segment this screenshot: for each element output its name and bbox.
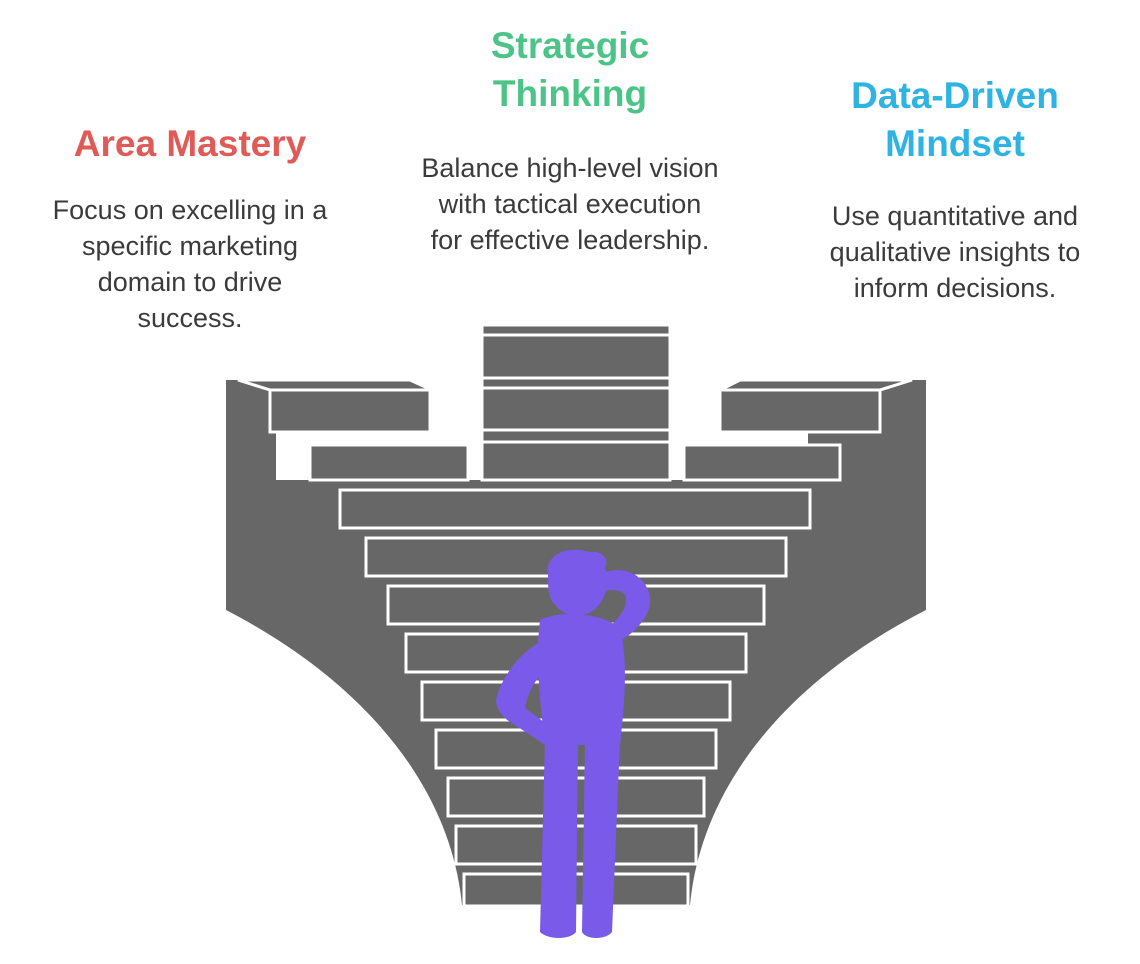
center-tower <box>480 323 672 482</box>
area-mastery-title: Area Mastery <box>73 123 307 164</box>
thinking-person-icon <box>496 549 651 938</box>
left-steps <box>237 378 470 482</box>
right-steps <box>682 378 913 482</box>
data-driven-mindset-description: Use quantitative and qualitative insight… <box>829 201 1081 303</box>
area-mastery-description: Focus on excelling in a specific marketi… <box>52 195 328 333</box>
data-driven-mindset-title: Data-Driven Mindset <box>851 75 1059 164</box>
strategic-thinking-title: Strategic Thinking <box>490 25 650 114</box>
strategic-thinking-description: Balance high-level vision with tactical … <box>421 153 719 255</box>
